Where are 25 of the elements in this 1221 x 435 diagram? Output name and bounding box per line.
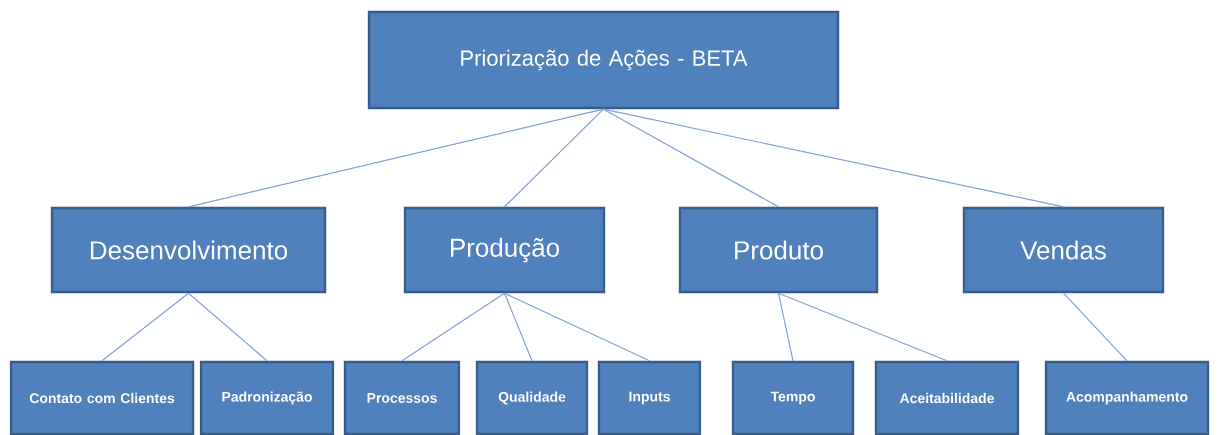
item-box: Aceitabilidade <box>874 360 1020 435</box>
category-box: Vendas <box>962 206 1165 294</box>
item-box: Acompanhamento <box>1044 360 1210 435</box>
category-box: Produto <box>678 206 879 294</box>
connector-line <box>503 292 533 362</box>
connector-line <box>187 292 268 362</box>
connector-line <box>777 292 948 362</box>
connector-line <box>1062 292 1128 362</box>
connector-line <box>401 292 506 362</box>
connector-line <box>602 108 1065 208</box>
category-box: Produção <box>403 206 606 294</box>
connector-line <box>101 292 190 362</box>
item-box: Processos <box>343 360 461 435</box>
item-box: Inputs <box>597 360 702 435</box>
item-box: Tempo <box>731 360 855 435</box>
connector-line <box>503 292 651 362</box>
item-box: Padronização <box>199 360 335 435</box>
connector-line <box>602 108 780 208</box>
connector-line <box>777 292 794 362</box>
connector-line <box>503 108 605 208</box>
item-box: Contato com Clientes <box>9 360 195 435</box>
item-box: Qualidade <box>475 360 589 435</box>
title-box: Priorização de Ações - BETA <box>367 10 840 110</box>
category-box: Desenvolvimento <box>50 206 327 294</box>
connector-line <box>187 108 605 208</box>
